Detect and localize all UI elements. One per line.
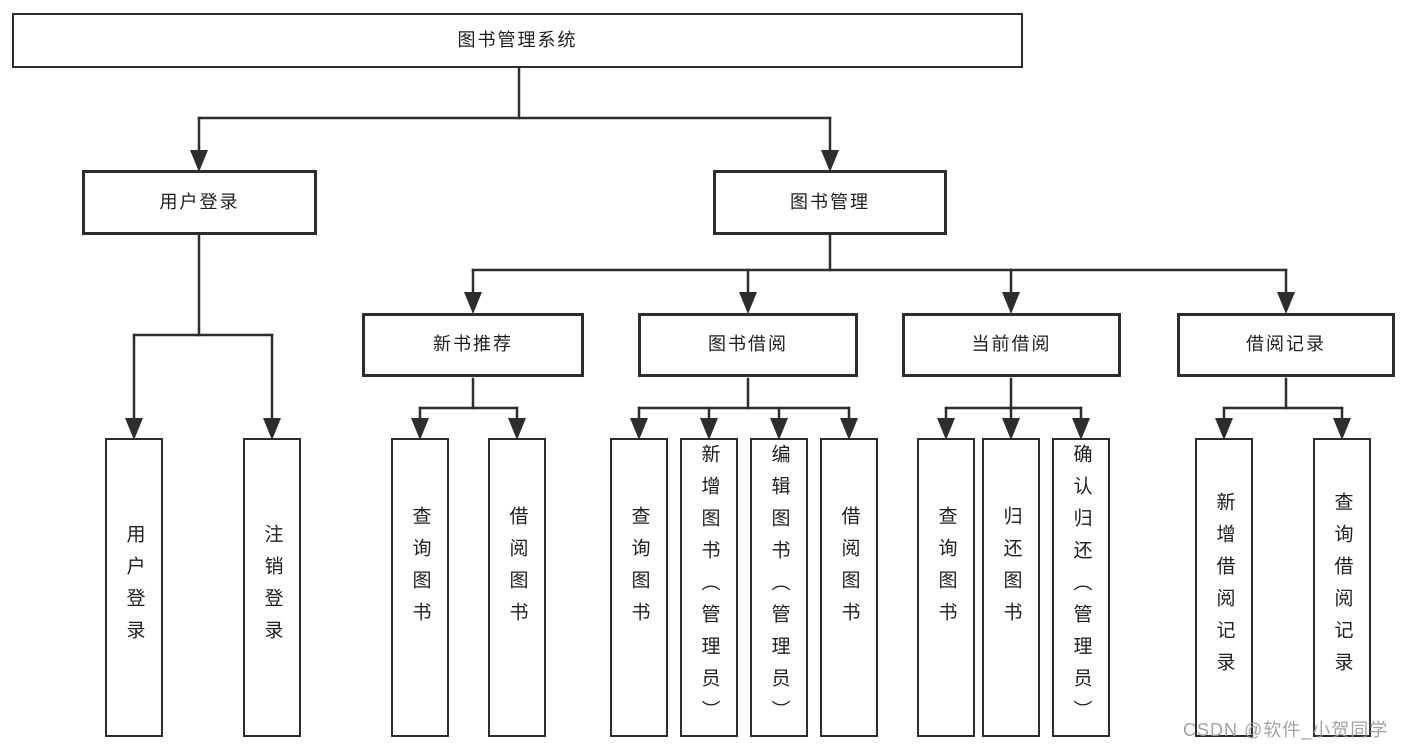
node-user-login-leaf: 用户登录: [105, 438, 163, 737]
node-current-borrow: 当前借阅: [902, 313, 1121, 377]
node-query-books-recommend: 查询图书: [391, 438, 449, 737]
node-edit-books-admin: 编辑图书（管理员）: [750, 438, 808, 737]
node-add-borrow-record: 新增借阅记录: [1195, 438, 1253, 737]
node-query-books-current: 查询图书: [917, 438, 975, 737]
node-query-books-borrow: 查询图书: [610, 438, 668, 737]
node-book-borrow: 图书借阅: [638, 313, 858, 377]
node-query-borrow-record: 查询借阅记录: [1313, 438, 1371, 737]
node-return-books: 归还图书: [982, 438, 1040, 737]
node-borrow-books-recommend: 借阅图书: [488, 438, 546, 737]
csdn-watermark: CSDN @软件_小贺同学: [1183, 720, 1389, 740]
node-new-book-recommend: 新书推荐: [362, 313, 584, 377]
node-book-management: 图书管理: [713, 170, 947, 235]
node-borrow-books-leaf: 借阅图书: [820, 438, 878, 737]
node-borrow-records: 借阅记录: [1177, 313, 1395, 377]
node-add-books-admin: 新增图书（管理员）: [680, 438, 738, 737]
node-library-management-system: 图书管理系统: [12, 13, 1023, 68]
node-user-login: 用户登录: [82, 170, 317, 235]
node-confirm-return-admin: 确认归还（管理员）: [1052, 438, 1110, 737]
arrowheads: [125, 150, 1351, 440]
node-logout-leaf: 注销登录: [243, 438, 301, 737]
